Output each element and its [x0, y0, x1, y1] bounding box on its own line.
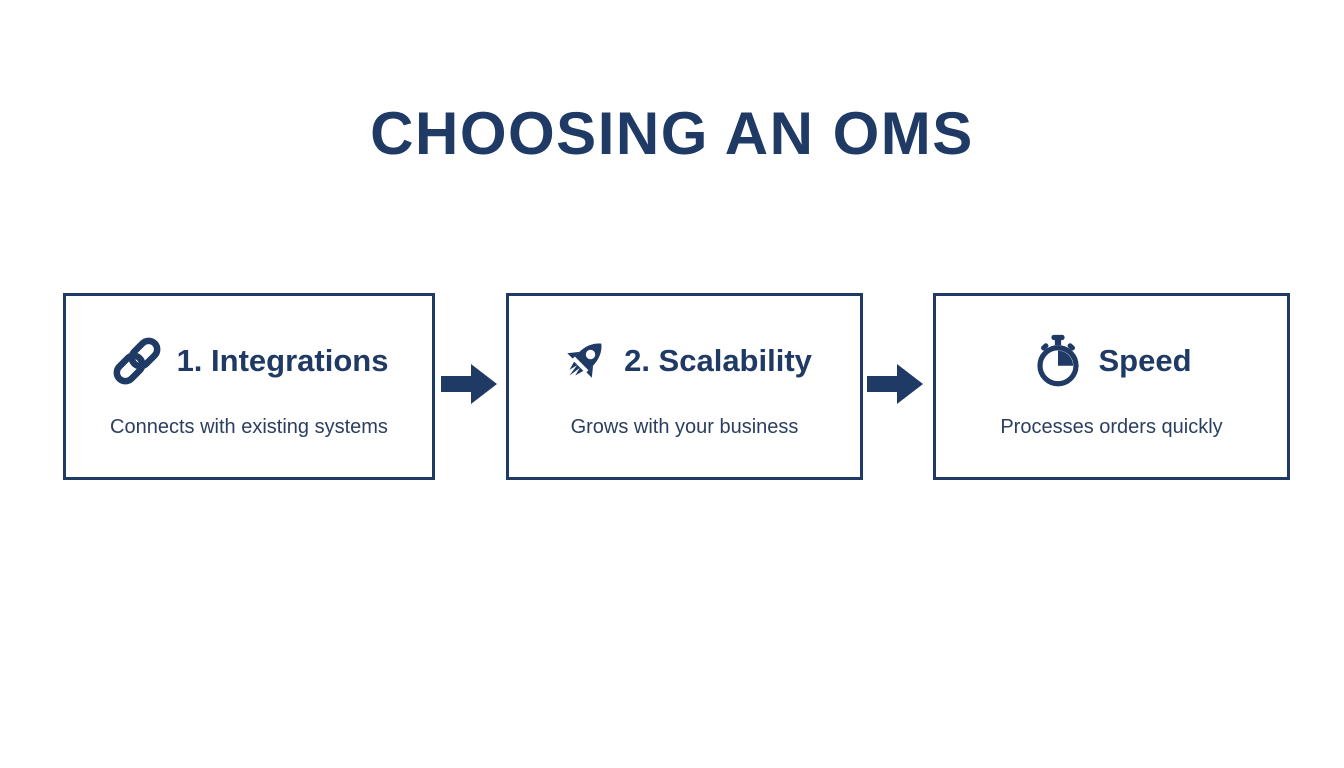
card-scalability: 2. Scalability Grows with your business [506, 293, 863, 480]
card-heading: Speed [1098, 342, 1192, 378]
card-speed-header: Speed [1031, 334, 1192, 388]
card-heading: 2. Scalability [624, 342, 812, 378]
card-scalability-header: 2. Scalability [557, 334, 812, 388]
stopwatch-icon [1031, 334, 1085, 388]
card-integrations: 1. Integrations Connects with existing s… [63, 293, 435, 480]
card-description: Processes orders quickly [1000, 416, 1223, 438]
card-speed: Speed Processes orders quickly [933, 293, 1290, 480]
page-title: CHOOSING AN OMS [370, 100, 974, 167]
card-description: Connects with existing systems [110, 416, 388, 438]
card-description: Grows with your business [570, 416, 799, 438]
link-icon [110, 334, 164, 388]
arrow-right-icon [867, 361, 925, 407]
arrow-right-icon [441, 361, 499, 407]
rocket-icon [557, 334, 611, 388]
card-heading: 1. Integrations [176, 342, 389, 378]
card-integrations-header: 1. Integrations [110, 334, 389, 388]
